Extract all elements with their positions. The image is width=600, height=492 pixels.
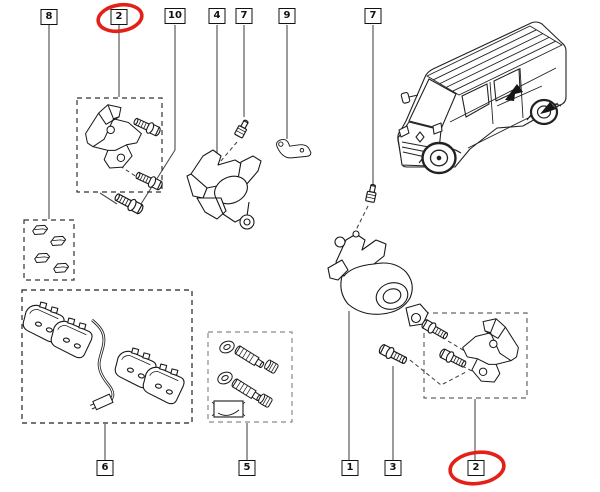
callout-4[interactable]: 4 [208,8,226,24]
caliper-carrier-top-group [85,104,165,193]
guide-pin-kit-group [211,340,280,418]
mounting-bolt-10-icon [112,190,146,217]
callout-8[interactable]: 8 [40,9,58,25]
leader-lines [48,25,476,460]
guide-pin-kit-box [207,331,293,423]
callout-5[interactable]: 5 [238,460,256,476]
callout-7-right[interactable]: 7 [364,8,382,24]
caliper-carrier-bottom-group [419,317,519,383]
cap-icon [262,358,280,375]
van-door-seams [489,67,543,125]
van-headlight [398,125,410,138]
callout-2-top[interactable]: 2 [110,9,128,25]
van-wheel-front [421,141,457,175]
highlight-ellipse-top [96,2,144,34]
van-roof [426,25,563,96]
brake-pads-group [19,298,188,411]
carrier-kit-box-top [76,97,163,193]
location-arrow-icon [505,84,523,101]
bleed-screw-icon [364,183,379,204]
location-arrow-icon [540,102,556,114]
carrier-kit-box-bottom [423,312,528,399]
retaining-clips-group [31,222,71,275]
callout-2-bottom[interactable]: 2 [467,460,485,476]
brake-pads-box [21,289,193,424]
retaining-clips-box [23,219,75,281]
van-headlight [432,122,443,135]
bleed-screw-icon [233,118,251,139]
seal-ring-icon [217,371,233,385]
callout-7-left[interactable]: 7 [235,8,253,24]
van-illustration [397,21,567,175]
callout-9[interactable]: 9 [278,8,296,24]
van-windshield [408,78,457,130]
van-belt-line [449,67,557,123]
caliper-icon-center [186,149,262,230]
guide-pin-icon [230,377,263,403]
dashed-leader-lines [119,132,477,386]
carrier-bracket-icon [462,318,519,383]
renault-diamond-icon [415,131,425,143]
caliper-icon-right [327,230,429,327]
carrier-bracket-icon [85,104,142,169]
seal-ring-icon [219,340,235,354]
guide-bolt-3-icon [377,342,410,367]
bolt-icon [133,169,165,193]
guide-pin-icon [233,344,266,370]
callout-3[interactable]: 3 [384,460,402,476]
grease-sachet-icon [211,400,246,418]
bolt-icon [437,346,469,371]
sensor-connector-icon [89,393,114,411]
callout-6[interactable]: 6 [96,460,114,476]
van-window-driver [461,83,490,118]
highlight-ellipse-bottom [448,450,506,486]
van-mirror-icon [400,92,419,104]
callout-10[interactable]: 10 [164,8,186,24]
hose-bracket-icon [276,138,312,159]
callout-1[interactable]: 1 [341,460,359,476]
